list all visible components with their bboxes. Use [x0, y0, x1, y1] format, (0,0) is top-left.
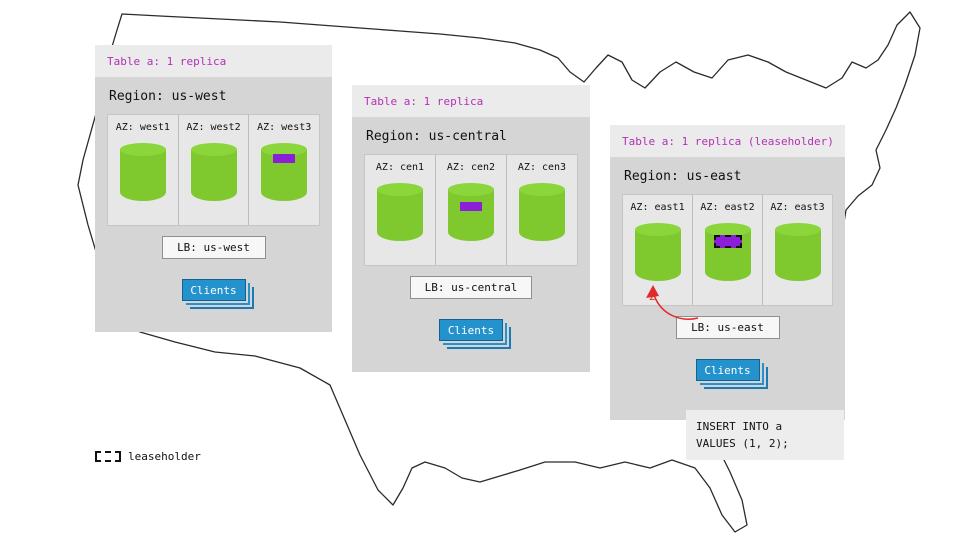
database-node — [634, 223, 681, 281]
az-label: AZ: cen2 — [446, 162, 496, 173]
legend: leaseholder — [95, 450, 201, 463]
load-balancer-label: LB: us-central — [409, 276, 533, 299]
az-label: AZ: west2 — [186, 122, 241, 133]
database-node — [190, 143, 237, 201]
az-label: AZ: west1 — [115, 122, 170, 133]
database-node — [377, 183, 423, 241]
az-label: AZ: cen3 — [517, 162, 567, 173]
cylinder-top — [119, 143, 166, 156]
cylinder-top — [377, 183, 423, 196]
region-panel-us-central: Table a: 1 replica Region: us-central AZ… — [352, 85, 590, 372]
region-panel-body: Region: us-east AZ: east1 AZ: east2 AZ: … — [610, 157, 845, 381]
cylinder-body — [634, 229, 681, 281]
cylinder-top — [774, 223, 821, 236]
table-replica-label: Table a: 1 replica (leaseholder) — [622, 134, 834, 148]
write-routing-arrow — [646, 285, 699, 320]
arrow-value-label: 2 — [649, 290, 656, 303]
sql-line: VALUES (1, 2); — [696, 437, 789, 451]
load-balancer-label: LB: us-west — [161, 236, 266, 259]
database-node — [519, 183, 565, 241]
cylinder-body — [519, 189, 565, 241]
az-label: AZ: east2 — [700, 202, 755, 213]
az-label: AZ: cen1 — [375, 162, 425, 173]
az-group: AZ: west1 AZ: west2 AZ: west3 — [107, 114, 320, 226]
cylinder-body — [119, 149, 166, 201]
az-east2: AZ: east2 — [693, 195, 763, 305]
az-east1: AZ: east1 — [623, 195, 693, 305]
clients-box: Clients — [695, 359, 760, 381]
table-replica-label: Table a: 1 replica — [107, 54, 227, 68]
region-panel-us-east: Table a: 1 replica (leaseholder) Region:… — [610, 125, 845, 420]
cylinder-top — [448, 183, 494, 196]
sql-statement-note: INSERT INTO a VALUES (1, 2); — [686, 410, 844, 461]
legend-label: leaseholder — [128, 450, 201, 463]
cylinder-top — [190, 143, 237, 156]
cylinder-top — [519, 183, 565, 196]
cylinder-top — [261, 143, 308, 156]
cylinder-body — [448, 189, 494, 241]
region-title: Region: us-central — [366, 129, 507, 144]
replica-range — [460, 202, 482, 211]
cylinder-top — [634, 223, 681, 236]
az-label: AZ: east1 — [630, 202, 685, 213]
region-panel-body: Region: us-west AZ: west1 AZ: west2 AZ: … — [95, 77, 332, 301]
database-node — [704, 223, 751, 281]
az-cen2: AZ: cen2 — [436, 155, 507, 265]
az-group: AZ: cen1 AZ: cen2 AZ: cen3 — [364, 154, 578, 266]
table-replica-header: Table a: 1 replica — [352, 85, 590, 117]
cylinder-body — [190, 149, 237, 201]
clients-box: Clients — [439, 319, 503, 341]
az-west2: AZ: west2 — [179, 115, 250, 225]
load-balancer-label: LB: us-east — [675, 316, 780, 339]
az-cen1: AZ: cen1 — [365, 155, 436, 265]
leaseholder-range — [713, 235, 742, 248]
az-west3: AZ: west3 — [249, 115, 319, 225]
cylinder-top — [704, 223, 751, 236]
cylinder-body — [774, 229, 821, 281]
table-replica-label: Table a: 1 replica — [364, 94, 484, 108]
az-group: AZ: east1 AZ: east2 AZ: east3 — [622, 194, 833, 306]
az-east3: AZ: east3 — [763, 195, 832, 305]
region-title: Region: us-east — [624, 169, 742, 184]
sql-line: INSERT INTO a — [696, 420, 783, 433]
region-panel-us-west: Table a: 1 replica Region: us-west AZ: w… — [95, 45, 332, 332]
region-panel-body: Region: us-central AZ: cen1 AZ: cen2 AZ:… — [352, 117, 590, 341]
az-cen3: AZ: cen3 — [507, 155, 577, 265]
leaseholder-swatch-icon — [95, 451, 121, 462]
replica-range — [273, 154, 296, 163]
database-node — [774, 223, 821, 281]
table-replica-header: Table a: 1 replica (leaseholder) — [610, 125, 845, 157]
database-node — [448, 183, 494, 241]
az-label: AZ: east3 — [770, 202, 825, 213]
az-west1: AZ: west1 — [108, 115, 179, 225]
table-replica-header: Table a: 1 replica — [95, 45, 332, 77]
region-title: Region: us-west — [109, 89, 227, 104]
clients-box: Clients — [181, 279, 246, 301]
cylinder-body — [377, 189, 423, 241]
database-node — [119, 143, 166, 201]
az-label: AZ: west3 — [257, 122, 312, 133]
database-node — [261, 143, 308, 201]
